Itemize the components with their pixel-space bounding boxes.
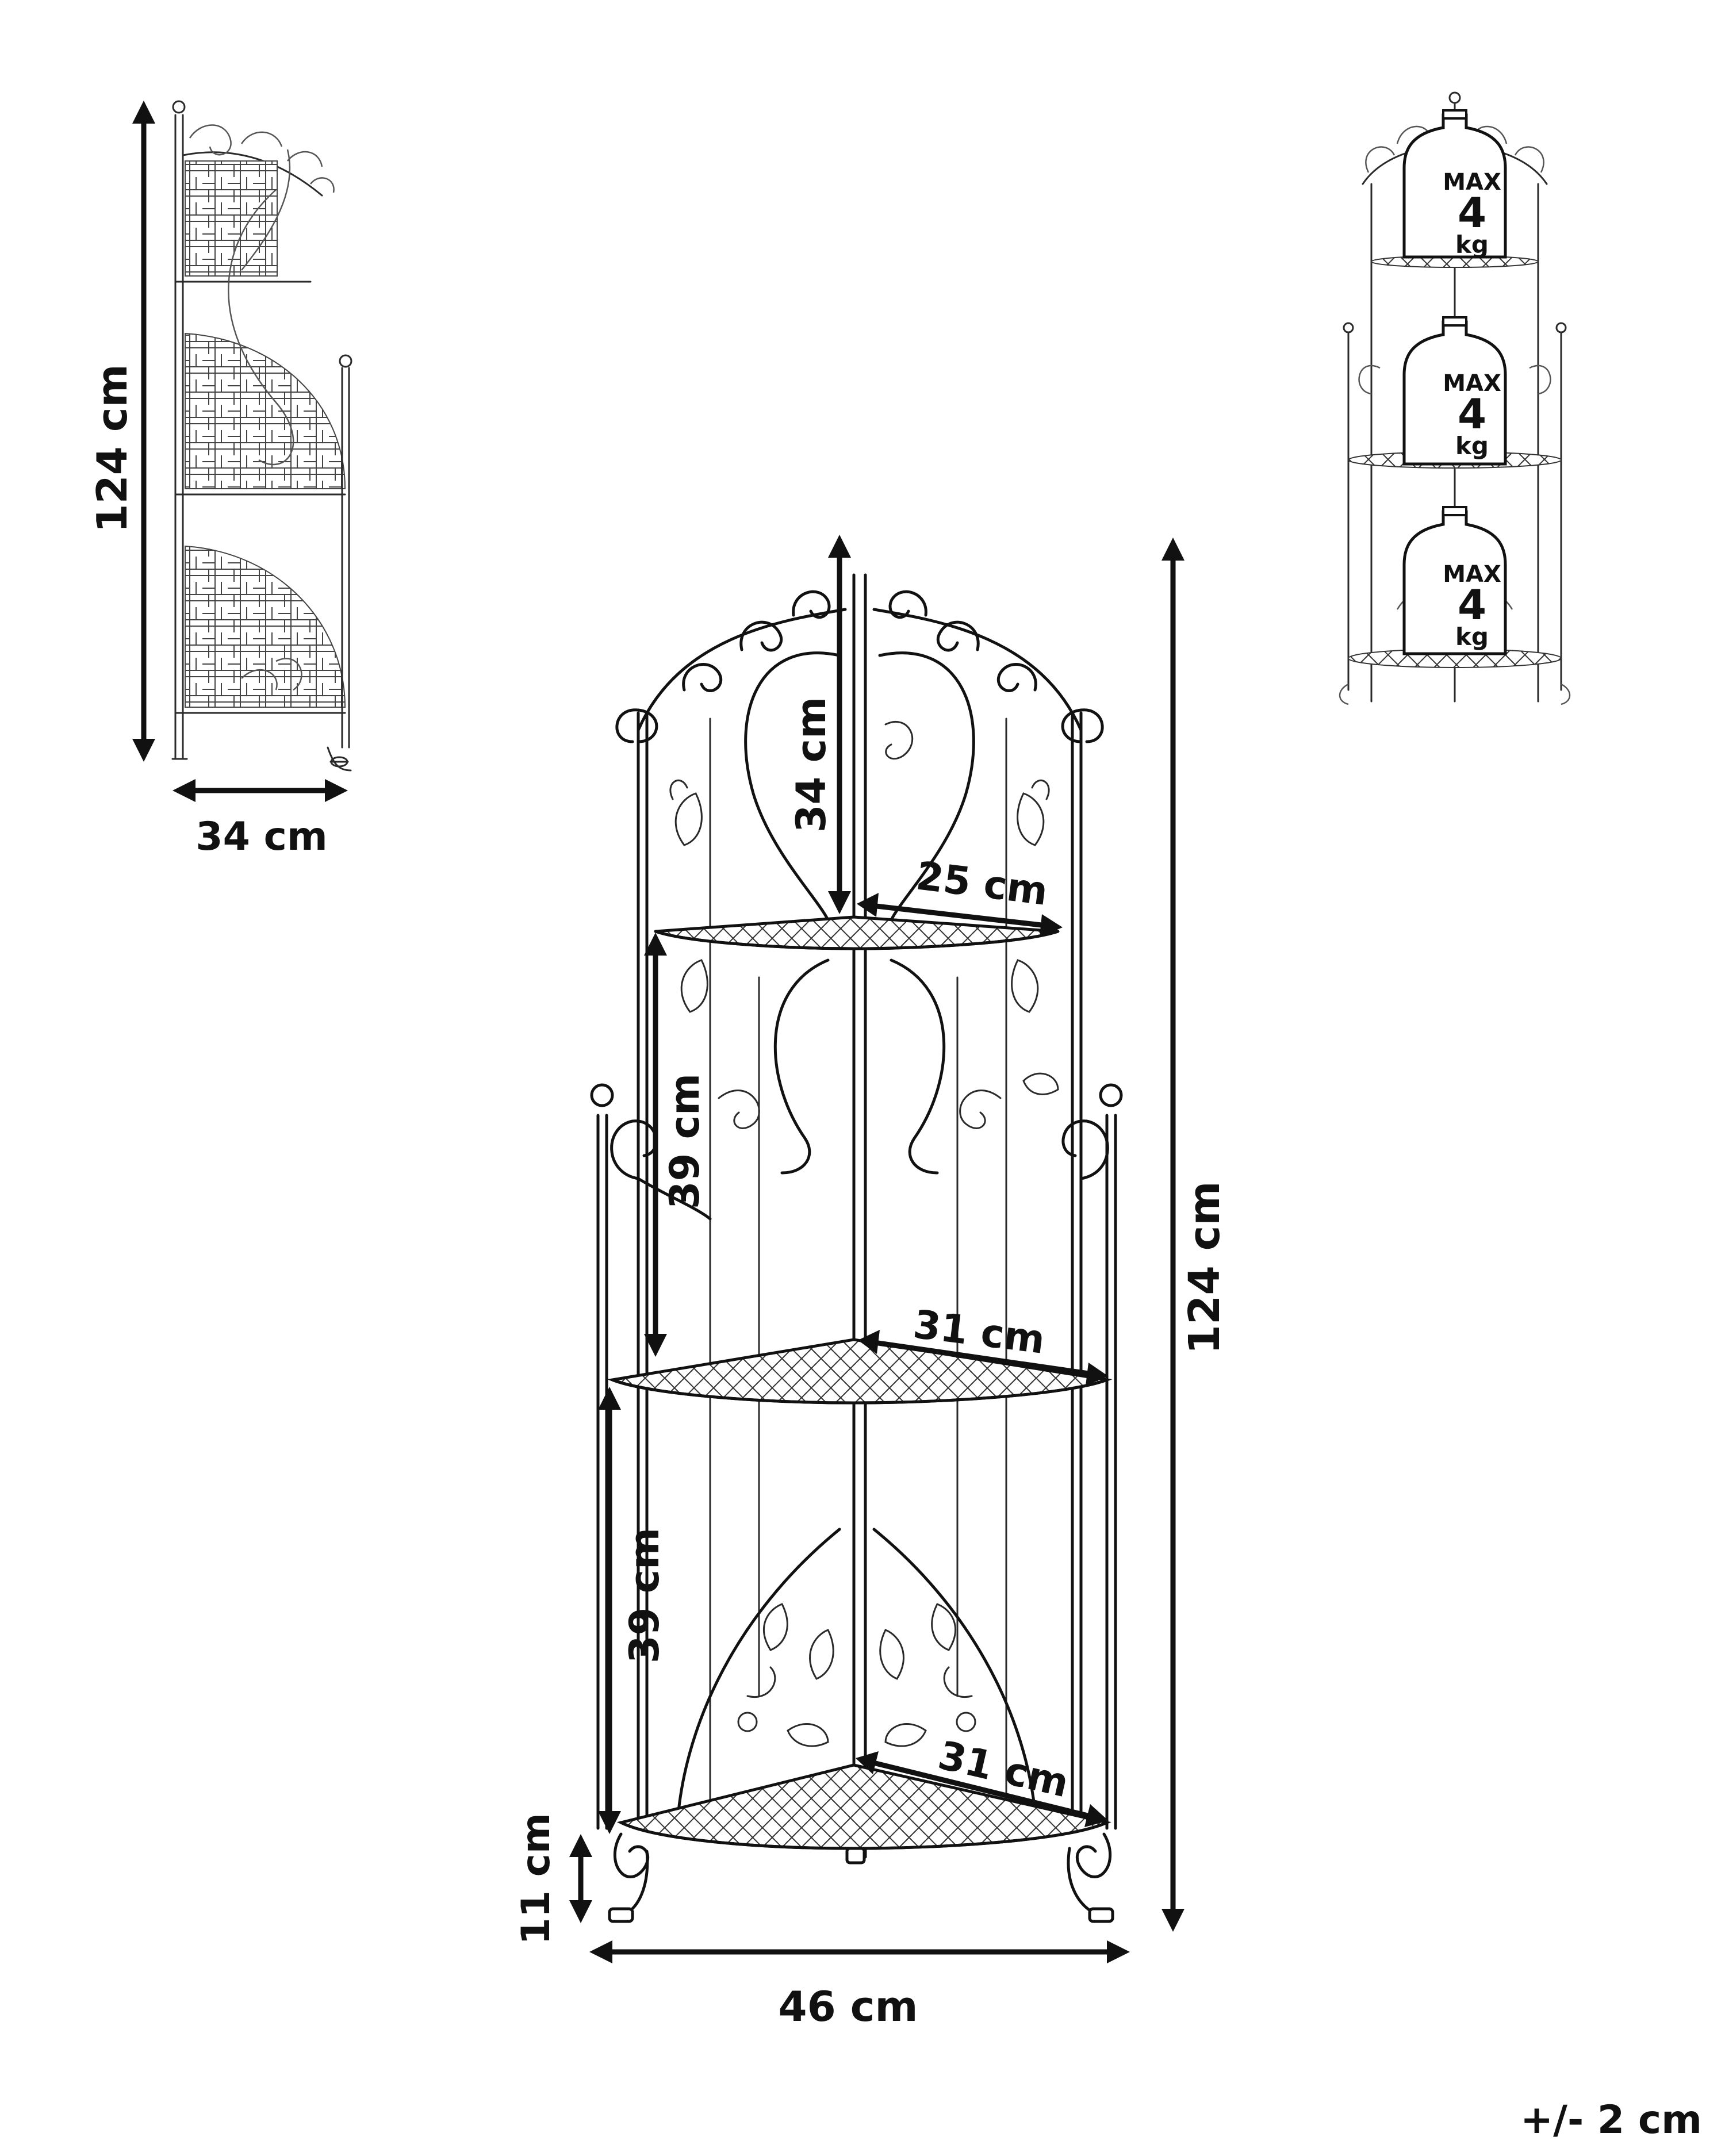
main-shelf-illustration <box>590 573 1123 1923</box>
middle-section-height-dimension <box>644 933 667 1357</box>
lower-section-height-dimension <box>598 1387 621 1834</box>
middle-section-height-label: 39 cm <box>661 1073 708 1209</box>
load-max: MAX <box>1443 169 1501 195</box>
middle-shelf-depth-dimension <box>858 1330 1109 1386</box>
side-height-label: 124 cm <box>88 364 136 532</box>
load-view-illustration <box>1339 91 1571 705</box>
side-depth-dimension <box>172 779 348 802</box>
weight-jug-top <box>1402 109 1507 259</box>
weight-jug-bottom <box>1402 506 1507 655</box>
load-unit: kg <box>1455 231 1489 259</box>
leg-height-label: 11 cm <box>513 1813 559 1944</box>
bottom-shelf-depth-dimension <box>856 1751 1109 1827</box>
load-value: 4 <box>1458 581 1486 629</box>
total-height-label: 124 cm <box>1180 1181 1229 1354</box>
top-section-height-label: 34 cm <box>788 697 835 833</box>
load-max: MAX <box>1443 370 1501 397</box>
total-width-dimension <box>589 1940 1130 1963</box>
load-label-middle: MAX 4 kg <box>1443 370 1501 460</box>
load-max: MAX <box>1443 561 1501 588</box>
side-view-illustration <box>171 100 352 772</box>
total-height-dimension <box>1162 538 1184 1932</box>
lower-section-height-label: 39 cm <box>621 1528 668 1663</box>
top-shelf-depth-label: 25 cm <box>914 853 1050 914</box>
load-unit: kg <box>1455 432 1489 460</box>
load-value: 4 <box>1458 189 1486 237</box>
total-width-label: 46 cm <box>779 1982 918 2031</box>
load-value: 4 <box>1458 390 1486 438</box>
tolerance-note: +/- 2 cm <box>1520 2097 1702 2143</box>
load-unit: kg <box>1455 623 1489 651</box>
load-label-bottom: MAX 4 kg <box>1443 561 1501 651</box>
weight-jug-middle <box>1402 316 1507 466</box>
top-shelf-depth-dimension <box>857 893 1063 937</box>
load-label-top: MAX 4 kg <box>1443 169 1501 259</box>
side-depth-label: 34 cm <box>195 814 327 860</box>
side-height-dimension <box>132 101 155 762</box>
leg-height-dimension <box>569 1834 592 1923</box>
top-section-height-dimension <box>828 535 851 914</box>
